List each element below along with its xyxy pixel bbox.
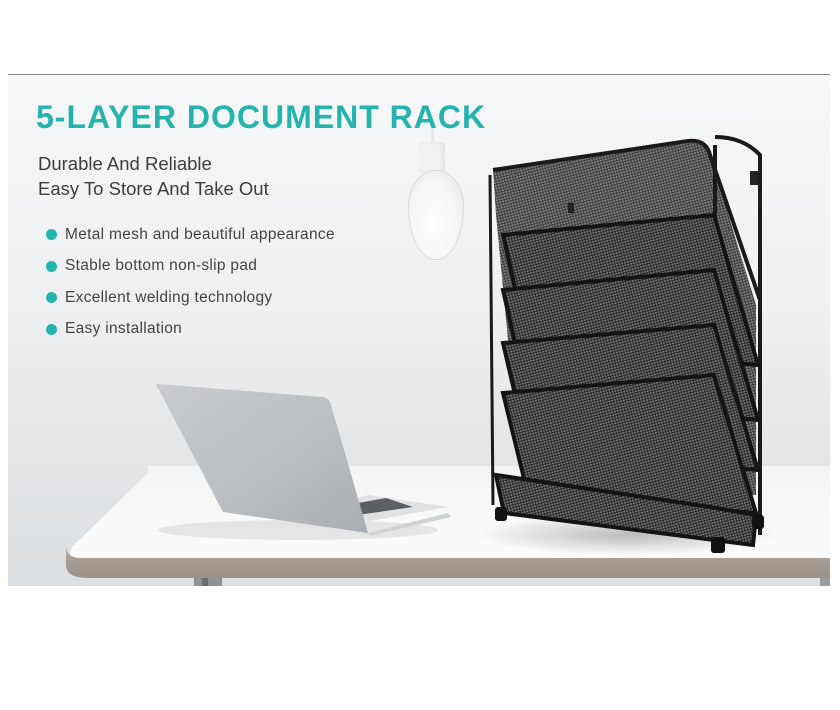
bullet-dot-icon (46, 260, 57, 272)
feature-text: Stable bottom non-slip pad (65, 257, 258, 275)
banner-title: 5-LAYER DOCUMENT RACK (36, 99, 487, 135)
feature-item: Excellent welding technology (46, 282, 335, 314)
bullet-dot-icon (46, 292, 57, 304)
bullet-dot-icon (46, 323, 57, 335)
lamp-socket (418, 142, 445, 172)
feature-list: Metal mesh and beautiful appearance Stab… (46, 219, 335, 345)
feature-item: Easy installation (46, 314, 335, 346)
feature-item: Stable bottom non-slip pad (46, 251, 335, 283)
feature-item: Metal mesh and beautiful appearance (46, 219, 335, 251)
laptop-illustration (156, 384, 451, 540)
feature-text: Excellent welding technology (65, 288, 273, 306)
subtitle-line-2: Easy To Store And Take Out (38, 178, 269, 199)
light-bulb-icon (408, 170, 464, 260)
document-rack-illustration (478, 135, 778, 555)
subtitle-line-1: Durable And Reliable (38, 153, 212, 174)
feature-text: Metal mesh and beautiful appearance (65, 225, 335, 243)
bullet-dot-icon (46, 229, 57, 241)
feature-text: Easy installation (65, 320, 183, 338)
lamp-cord (431, 115, 434, 143)
product-banner: 5-LAYER DOCUMENT RACK Durable And Reliab… (8, 74, 830, 586)
